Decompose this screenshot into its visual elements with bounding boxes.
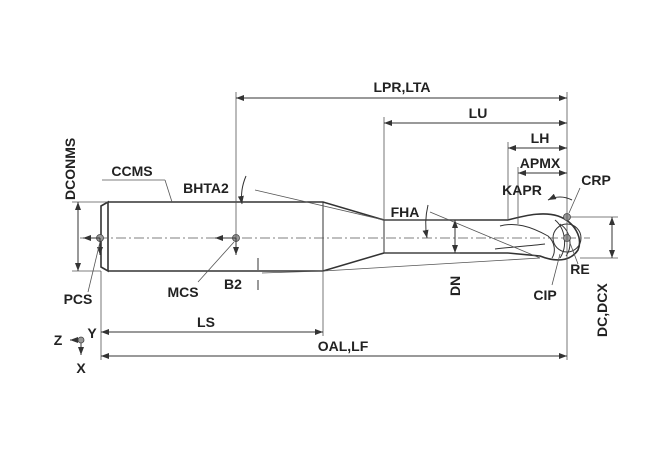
tool-outline <box>100 200 582 273</box>
label-dconms: DCONMS <box>62 138 78 200</box>
axis-x: X <box>76 360 86 376</box>
label-oal-lf: OAL,LF <box>318 338 369 354</box>
label-dc-dcx: DC,DCX <box>594 283 610 337</box>
label-mcs: MCS <box>167 284 198 300</box>
label-pcs: PCS <box>64 291 93 307</box>
label-b2: B2 <box>224 276 242 292</box>
label-lh: LH <box>531 130 550 146</box>
label-apmx: APMX <box>520 155 561 171</box>
label-ls: LS <box>197 314 215 330</box>
coordinate-axes: Z Y X <box>54 325 98 376</box>
label-re: RE <box>570 261 589 277</box>
axis-y: Y <box>87 325 97 341</box>
label-dn: DN <box>447 276 463 296</box>
dimension-lines <box>75 95 615 359</box>
label-ccms: CCMS <box>111 163 152 179</box>
label-lpr-lta: LPR,LTA <box>373 79 430 95</box>
label-lu: LU <box>469 105 488 121</box>
axis-z: Z <box>54 332 63 348</box>
label-crp: CRP <box>581 172 611 188</box>
extension-lines <box>72 92 618 360</box>
label-cip: CIP <box>533 287 556 303</box>
label-fha: FHA <box>391 204 420 220</box>
label-bhta2: BHTA2 <box>183 180 229 196</box>
label-kapr: KAPR <box>502 182 542 198</box>
leader-lines <box>87 179 581 293</box>
